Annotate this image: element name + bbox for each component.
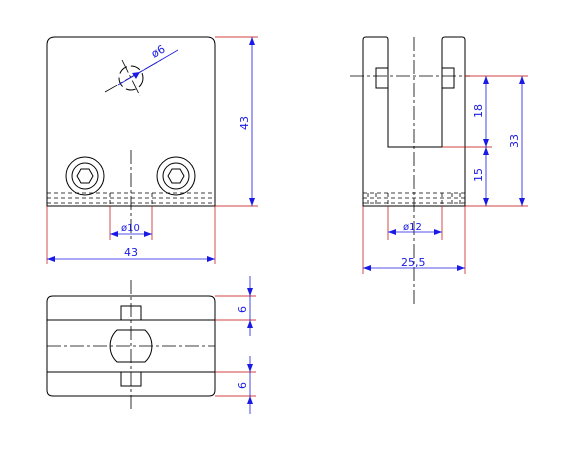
top-upper-label: 6 bbox=[236, 306, 249, 313]
pin-diameter-label: ø6 bbox=[149, 42, 167, 60]
screw-head-right bbox=[156, 156, 196, 196]
pin-slot-left bbox=[375, 67, 389, 89]
front-width-label: 43 bbox=[124, 246, 138, 259]
center-line bbox=[121, 59, 141, 97]
arrow-icon bbox=[247, 364, 253, 372]
center-hole bbox=[109, 329, 153, 363]
top-lower-label: 6 bbox=[236, 382, 249, 389]
side-upper-label: 18 bbox=[472, 104, 485, 118]
arrow-icon bbox=[247, 320, 253, 328]
top-view: 6 6 bbox=[46, 276, 256, 414]
hex-socket-icon bbox=[76, 168, 94, 184]
pin-slot-right bbox=[441, 67, 455, 89]
arrow-icon bbox=[144, 231, 152, 237]
arrow-icon bbox=[249, 37, 255, 45]
arrow-icon bbox=[47, 256, 55, 262]
arrow-icon bbox=[247, 288, 253, 296]
arrow-icon bbox=[110, 231, 118, 237]
hex-socket-icon bbox=[167, 168, 185, 184]
arrow-icon bbox=[434, 229, 442, 235]
side-lower-label: 15 bbox=[472, 168, 485, 182]
front-hole-label: ø10 bbox=[121, 223, 140, 234]
arrow-icon bbox=[483, 139, 489, 147]
arrow-icon bbox=[483, 198, 489, 206]
arrow-icon bbox=[249, 198, 255, 206]
arrow-icon bbox=[483, 76, 489, 84]
arrow-icon bbox=[519, 198, 525, 206]
pin-arrow bbox=[132, 72, 140, 79]
front-height-label: 43 bbox=[238, 116, 251, 130]
arrow-icon bbox=[519, 76, 525, 84]
side-width-label: 25,5 bbox=[401, 256, 426, 269]
arrow-icon bbox=[247, 396, 253, 404]
side-view: 18 15 33 ø12 25,5 bbox=[350, 36, 528, 305]
screw-counterbore-left bbox=[71, 162, 99, 190]
screw-head-left bbox=[65, 156, 105, 196]
arrow-icon bbox=[388, 229, 396, 235]
top-view-outline bbox=[46, 295, 216, 397]
arrow-icon bbox=[483, 147, 489, 155]
pin-leader bbox=[117, 49, 179, 86]
pin-hole bbox=[118, 65, 144, 91]
screw-counterbore-right bbox=[162, 162, 190, 190]
front-view: ø6 43 ø10 43 bbox=[46, 36, 258, 264]
arrow-icon bbox=[207, 256, 215, 262]
side-hole-label: ø12 bbox=[403, 222, 422, 233]
arrow-icon bbox=[457, 265, 465, 271]
side-total-label: 33 bbox=[508, 134, 521, 148]
arrow-icon bbox=[363, 265, 371, 271]
